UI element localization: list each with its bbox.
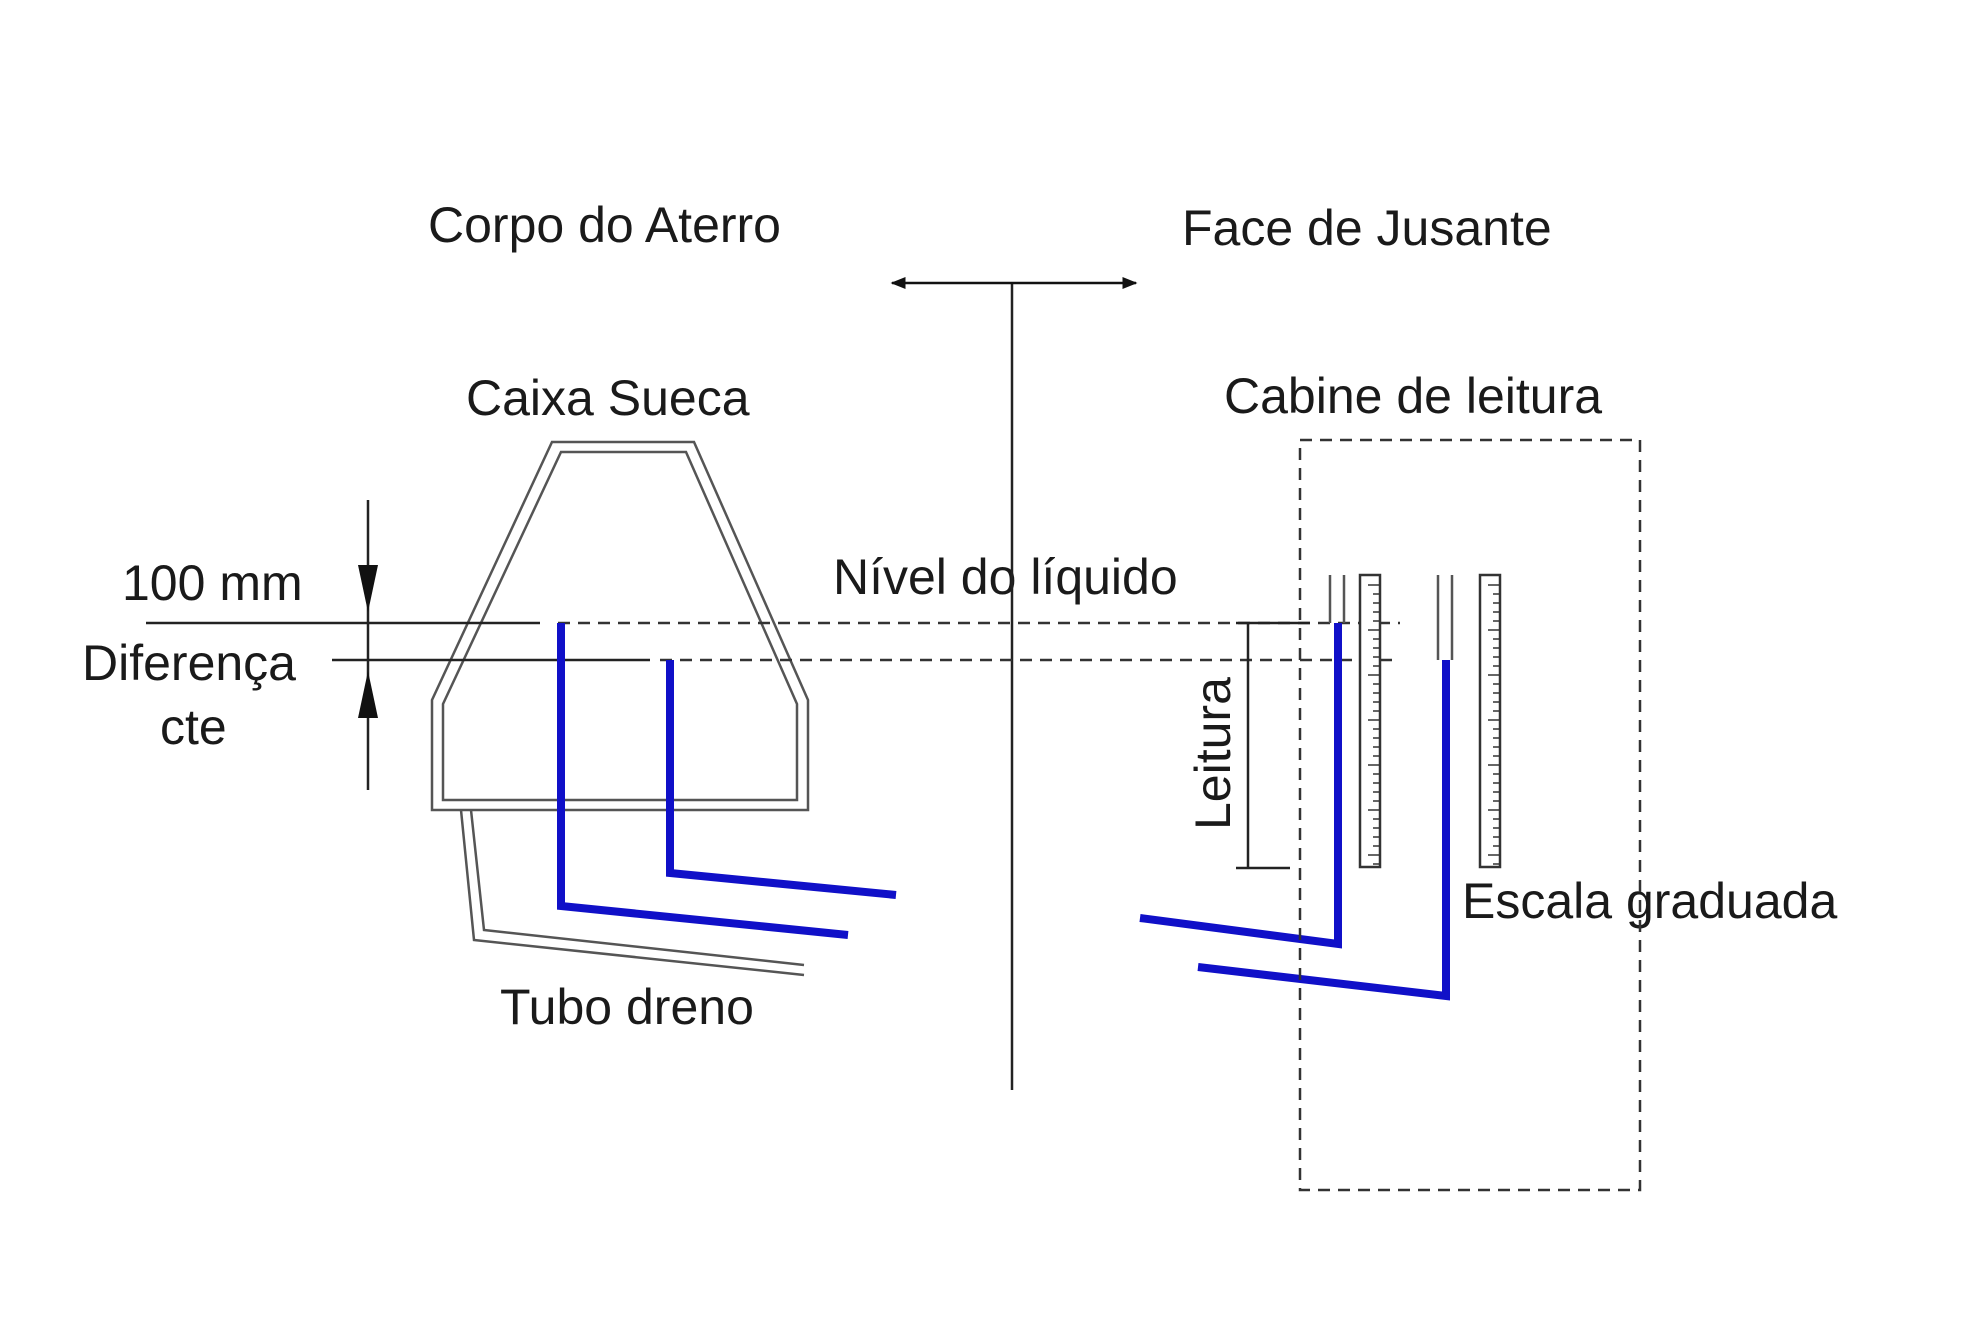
dimension-100mm — [146, 500, 650, 790]
label-cte: cte — [160, 699, 227, 755]
pipe-left-2 — [666, 660, 897, 899]
pipe-left-1 — [557, 623, 849, 939]
label-escala-graduada: Escala graduada — [1462, 873, 1837, 929]
label-face-jusante: Face de Jusante — [1182, 200, 1552, 256]
label-100-mm: 100 mm — [122, 555, 303, 611]
graduated-scale-1 — [1358, 573, 1382, 869]
leitura-bracket — [1236, 621, 1310, 870]
graduated-scale-2 — [1478, 573, 1502, 869]
pipe-right-2 — [1197, 660, 1450, 1001]
cabine-leitura-box — [1298, 438, 1642, 1192]
label-leitura: Leitura — [1185, 677, 1241, 830]
tubo-dreno-pipe — [459, 809, 805, 977]
label-tubo-dreno: Tubo dreno — [500, 979, 754, 1035]
label-caixa-sueca: Caixa Sueca — [466, 370, 750, 426]
label-cabine-leitura: Cabine de leitura — [1224, 368, 1602, 424]
label-nivel-liquido: Nível do líquido — [833, 549, 1178, 605]
tube-walls — [1328, 575, 1454, 660]
caixa-sueca-box — [430, 440, 810, 812]
pipe-right-1 — [1139, 623, 1342, 949]
label-diferenca: Diferença — [82, 635, 296, 691]
label-corpo-aterro: Corpo do Aterro — [428, 197, 781, 253]
